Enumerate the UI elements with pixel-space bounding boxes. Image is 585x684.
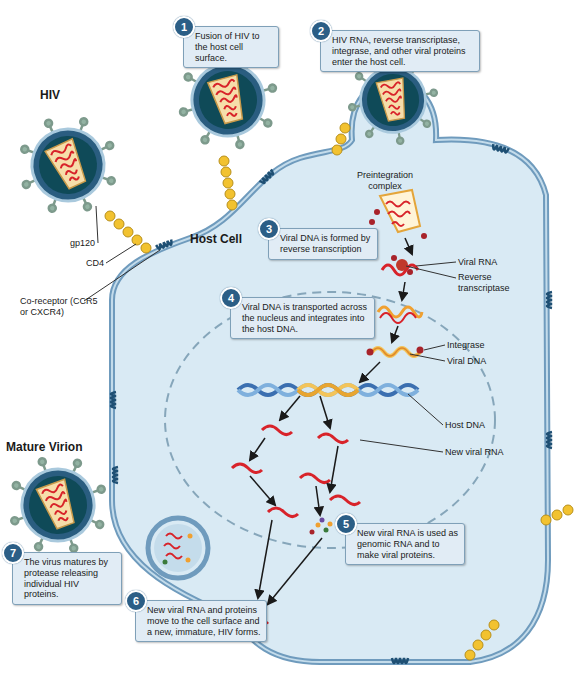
reverse-transcription [367,190,428,356]
part-label: CD4 [86,258,104,269]
step-box: 1Fusion of HIV to the host cell surface. [183,26,279,68]
part-title: Mature Virion [6,440,82,454]
cd4-receptors [105,123,573,660]
callout-number: 2 [310,20,332,42]
hiv-virion [2,99,134,231]
step-box: 7The virus matures by protease releasing… [12,552,122,605]
step-text: HIV RNA, reverse transcriptase, integras… [332,35,474,67]
part-label: Co-receptor (CCR5 or CXCR4) [20,296,100,318]
callout-number: 4 [220,287,242,309]
callout-number: 3 [258,218,280,240]
step-text: Viral DNA is formed by reverse transcrip… [280,233,372,255]
process-arrows [250,396,338,604]
step-text: Viral DNA is transported across the nucl… [242,302,369,334]
host-dna [238,385,418,395]
callout-number: 1 [173,16,195,38]
step-box: 4Viral DNA is transported across the nuc… [230,297,375,339]
step-box: 2HIV RNA, reverse transcriptase, integra… [320,30,480,72]
step-box: 6New viral RNA and proteins move to the … [135,600,267,642]
part-label: Reverse transcriptase [458,272,533,294]
part-label: Integrase [447,340,485,351]
step-text: Fusion of HIV to the host cell surface. [195,31,273,63]
part-label: New viral RNA [445,447,504,458]
part-title: HIV [40,88,60,102]
part-label: Preintegration complex [345,170,425,192]
budding-virion [148,518,208,578]
callout-number: 5 [335,513,357,535]
host-cell [112,81,548,662]
new-viral-rna [232,426,360,624]
part-label: Viral DNA [447,356,486,367]
step-box: 3Viral DNA is formed by reverse transcri… [268,228,378,260]
nucleus-outline [165,292,495,548]
part-label: Host DNA [445,420,485,431]
step-text: New viral RNA and proteins move to the c… [147,605,261,637]
step-text: New viral RNA is used as genomic RNA and… [357,528,459,560]
part-title: Host Cell [190,232,242,246]
part-label: gp120 [70,238,95,249]
leader-lines [84,206,456,452]
co-receptors [111,144,552,663]
callout-number: 7 [2,542,24,564]
callout-number: 6 [125,590,147,612]
step-text: The virus matures by protease releasing … [24,557,116,600]
part-label: Viral RNA [458,257,497,268]
mature-virion [0,442,121,569]
step-box: 5New viral RNA is used as genomic RNA an… [345,523,465,565]
